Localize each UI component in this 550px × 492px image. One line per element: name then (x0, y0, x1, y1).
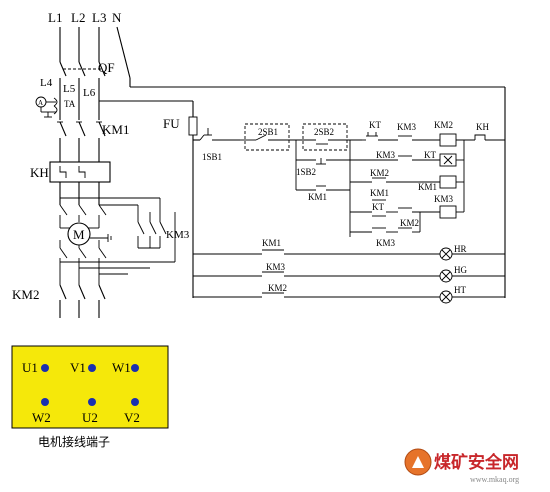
button-1sb2: 1SB2 (296, 140, 351, 237)
km3-star-contacts: KM3 (137, 221, 190, 249)
terminal-dot (41, 398, 49, 406)
label-l5: L5 (63, 83, 76, 95)
lamp-hr-label: HR (454, 244, 467, 254)
label-km2-a: KM2 (434, 120, 453, 130)
ammeter-ta: A (35, 96, 58, 118)
terminal-dot (41, 364, 49, 372)
row-kt-km3-km2: KT KM3 KM2 KH (362, 120, 505, 147)
label-kt-a: KT (369, 120, 381, 130)
label-l4: L4 (40, 77, 53, 89)
label-1sb2: 1SB2 (296, 167, 316, 177)
lamp-row-hg: KM3 HG (193, 262, 505, 283)
label-km1-main: KM1 (102, 122, 129, 137)
label-km2-main: KM2 (12, 287, 39, 302)
lamp-ht-contact: KM2 (268, 283, 287, 293)
label-km3-b: KM3 (376, 150, 396, 160)
motor-upper-terminals (59, 197, 161, 228)
label-kt-b: KT (372, 202, 384, 212)
lamp-hg-contact: KM3 (266, 262, 286, 272)
row-kt-km3: KT KM3 (350, 182, 465, 219)
label-fu: FU (163, 116, 180, 131)
label-kh: KH (30, 165, 49, 180)
label-2sb1: 2SB1 (258, 127, 278, 137)
terminal-caption: 电机接线端子 (38, 434, 110, 449)
label-qf: QF (98, 60, 115, 75)
watermark-brand: 煤矿安全网 (434, 452, 519, 472)
terminal-w1: W1 (112, 360, 131, 375)
label-l1: L1 (48, 10, 62, 25)
km1-main-contacts: KM1 (57, 121, 129, 162)
lamp-ht-label: HT (454, 285, 466, 295)
label-1sb1: 1SB1 (202, 152, 222, 162)
motor: M (60, 222, 112, 246)
label-l6: L6 (83, 87, 96, 99)
terminal-dot (88, 398, 96, 406)
terminal-u1: U1 (22, 360, 38, 375)
label-2sb2: 2SB2 (314, 127, 334, 137)
label-kt-coil: KT (424, 150, 436, 160)
lamp-row-ht: KM2 HT (193, 283, 505, 304)
label-l2: L2 (71, 10, 85, 25)
label-kh-control: KH (476, 122, 489, 132)
lamp-hr-contact: KM1 (262, 238, 281, 248)
motor-lower-terminals (59, 212, 176, 285)
lamp-hg-label: HG (454, 265, 467, 275)
label-motor: M (73, 227, 85, 242)
fuse-fu: FU (163, 116, 200, 298)
label-km3-coil: KM3 (434, 194, 454, 204)
button-2sb1: 2SB1 (240, 123, 296, 151)
phase-lines (59, 26, 506, 298)
label-km1-hold: KM1 (308, 192, 327, 202)
terminal-box (11, 345, 169, 429)
label-km1-side: KM1 (370, 188, 389, 198)
row-kt-km2: KM2 KM3 (350, 212, 421, 248)
terminal-dot (131, 364, 139, 372)
motor-terminal-box: U1 V1 W1 W2 U2 V2 (11, 345, 169, 429)
button-1sb1: 1SB1 (199, 128, 240, 162)
label-km3-c: KM3 (376, 238, 396, 248)
label-n: N (112, 10, 122, 25)
watermark: 煤矿安全网 www.mkaq.org (404, 448, 519, 484)
km1-hold-contact: KM1 (296, 185, 350, 202)
watermark-url: www.mkaq.org (470, 475, 519, 484)
button-2sb2: 2SB2 (295, 123, 362, 190)
kh-thermal-relay: KH (30, 161, 111, 205)
row-km2-km1: KM2 KM1 KM1 (350, 168, 464, 201)
terminal-dot (131, 398, 139, 406)
svg-text:A: A (38, 99, 43, 107)
km2-main-contacts: KM2 (12, 284, 106, 318)
terminal-v2: V2 (124, 410, 140, 425)
row-km3-kt: KM3 KT (350, 140, 465, 182)
label-km3-main: KM3 (166, 229, 190, 241)
lamp-row-hr: KM1 HR (193, 238, 505, 261)
terminal-w2: W2 (32, 410, 51, 425)
label-l3: L3 (92, 10, 106, 25)
qf-breaker: QF (59, 60, 115, 120)
terminal-dot (88, 364, 96, 372)
label-km2-b: KM2 (370, 168, 389, 178)
label-km3-a: KM3 (397, 122, 417, 132)
label-km1-coil: KM1 (418, 182, 437, 192)
label-ta: TA (64, 99, 76, 109)
label-km2-c: KM2 (400, 218, 419, 228)
terminal-v1: V1 (70, 360, 86, 375)
terminal-u2: U2 (82, 410, 98, 425)
